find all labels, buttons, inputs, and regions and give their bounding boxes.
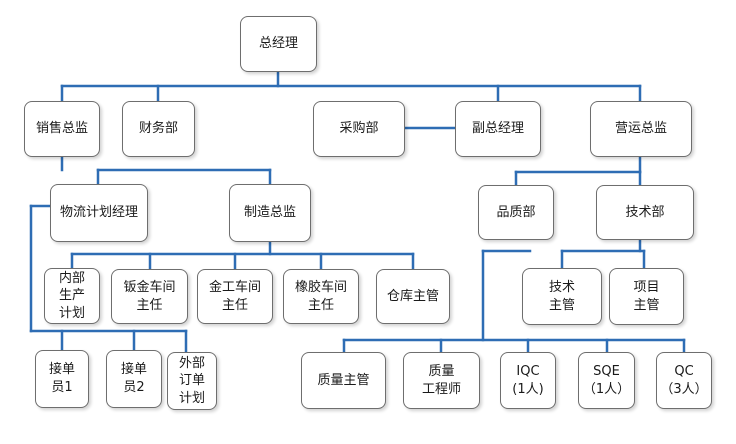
finance-node: 财务部 xyxy=(122,101,195,157)
quality-dept-node: 品质部 xyxy=(478,185,554,240)
purchasing-node: 采购部 xyxy=(313,101,405,157)
iqc-node: IQC (1人) xyxy=(500,352,556,409)
quality-supervisor-node: 质量主管 xyxy=(301,352,386,409)
sales-director-node: 销售总监 xyxy=(24,101,100,157)
deputy-gm-node: 副总经理 xyxy=(455,101,541,157)
order-clerk-1-node: 接单 员1 xyxy=(35,350,89,408)
warehouse-supervisor-node: 仓库主管 xyxy=(376,269,450,324)
technical-supervisor-node: 技术 主管 xyxy=(522,268,602,325)
external-order-plan-node: 外部 订单 计划 xyxy=(167,352,217,410)
sheet-metal-workshop-director-node: 钣金车间 主任 xyxy=(111,269,188,324)
manufacturing-director-node: 制造总监 xyxy=(229,184,311,242)
sqe-node: SQE （1人） xyxy=(578,352,635,409)
quality-engineer-node: 质量 工程师 xyxy=(403,352,480,409)
rubber-workshop-director-node: 橡胶车间 主任 xyxy=(283,269,359,324)
logistics-planning-manager-node: 物流计划经理 xyxy=(50,184,148,242)
operations-director-node: 营运总监 xyxy=(590,101,692,157)
gm-node: 总经理 xyxy=(240,16,317,72)
metalworking-workshop-director-node: 金工车间 主任 xyxy=(197,269,273,324)
order-clerk-2-node: 接单 员2 xyxy=(106,350,162,408)
project-supervisor-node: 项目 主管 xyxy=(609,268,684,325)
technology-dept-node: 技术部 xyxy=(596,185,694,240)
qc-node: QC （3人） xyxy=(656,352,712,409)
internal-production-plan-node: 内部 生产 计划 xyxy=(44,268,100,324)
